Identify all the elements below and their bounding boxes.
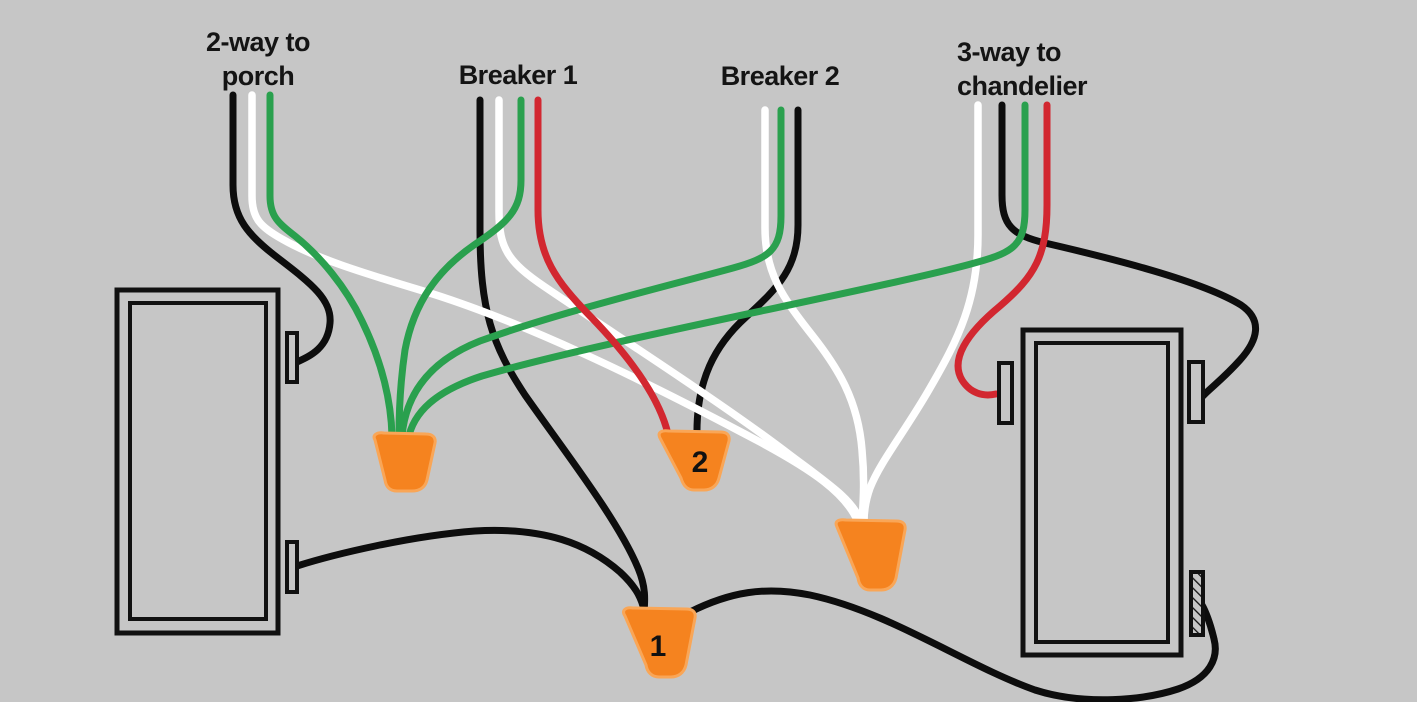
label-3way-chandelier-line2: chandelier bbox=[957, 71, 1088, 101]
leftbox-to-nut1-black-wire bbox=[293, 526, 648, 614]
label-3way-chandelier: 3-way to chandelier bbox=[957, 35, 1088, 103]
breaker1-white-wire bbox=[495, 96, 865, 526]
right-box-bottom-right-terminal bbox=[1189, 570, 1205, 637]
wires-layer bbox=[229, 91, 1260, 702]
porch-green-wire bbox=[266, 91, 396, 440]
chandelier-green-wire bbox=[404, 101, 1029, 444]
wire-nut-1 bbox=[622, 606, 697, 679]
porch-black-wire bbox=[229, 91, 334, 366]
chandelier-white-wire bbox=[860, 101, 982, 526]
wire-nut-2-label: 2 bbox=[692, 446, 709, 479]
right-box-left-terminal bbox=[997, 361, 1014, 425]
right-switch-box-outer bbox=[1020, 327, 1184, 658]
wire-nut-2 bbox=[657, 429, 731, 492]
left-switch-box-inner bbox=[128, 301, 268, 621]
left-switch-box-outer bbox=[114, 287, 281, 636]
label-breaker-1: Breaker 1 bbox=[458, 60, 578, 90]
left-box-top-terminal bbox=[285, 331, 299, 384]
breaker2-green-wire bbox=[398, 106, 785, 440]
breaker1-red-wire bbox=[534, 96, 672, 438]
label-2way-porch: 2-way to porch bbox=[158, 25, 358, 93]
wire-nut-1-label: 1 bbox=[650, 630, 667, 663]
nuts-layer: 21 bbox=[372, 429, 907, 679]
label-3way-chandelier-line1: 3-way to bbox=[957, 37, 1062, 67]
label-2way-porch-line2: porch bbox=[221, 61, 295, 91]
label-breaker-2: Breaker 2 bbox=[720, 61, 840, 91]
label-2way-porch-line1: 2-way to bbox=[205, 27, 311, 57]
right-box-top-right-terminal bbox=[1187, 360, 1205, 424]
right-switch-box-inner bbox=[1034, 341, 1170, 644]
breaker1-black-wire bbox=[476, 96, 649, 616]
wire-nut-grounds bbox=[372, 431, 437, 493]
chandelier-red-wire bbox=[954, 101, 1051, 399]
left-box-bottom-terminal bbox=[285, 540, 299, 594]
wire-nut-whites bbox=[834, 518, 907, 592]
breaker2-white-wire bbox=[761, 106, 868, 526]
nut1-to-rightbox-black-wire bbox=[686, 587, 1219, 702]
breaker1-green-wire bbox=[395, 96, 525, 440]
boxes-layer bbox=[114, 287, 1205, 658]
